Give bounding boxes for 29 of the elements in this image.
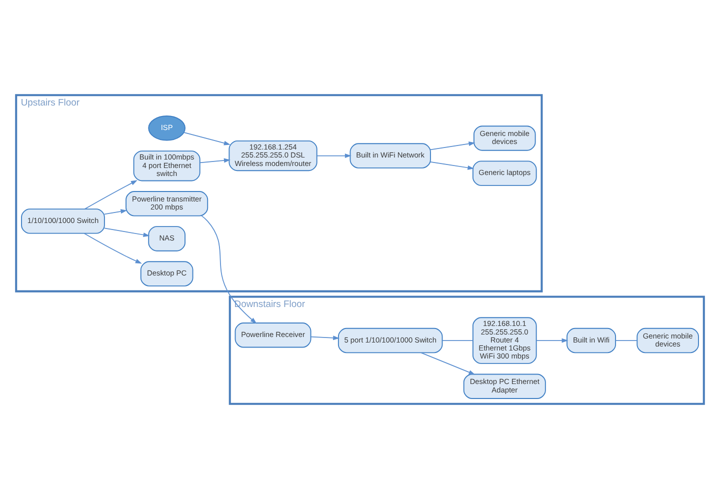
node-box: Generic laptops [472,160,537,186]
arrow [430,160,474,170]
node-box: Built in WiFi Network [350,142,431,168]
node-box: Built in Wifi [566,327,616,353]
arrow [183,132,230,145]
arrow [104,227,150,237]
arrow [84,180,138,209]
node-box: Powerline Receiver [234,322,312,348]
node-box: NAS [148,226,186,251]
arrow [201,214,257,324]
node-box: Desktop PC Ethernet Adapter [463,373,546,398]
node-box: Generic mobile devices [636,327,699,353]
node-box: 1/10/100/1000 Switch [21,208,105,234]
arrow [310,335,340,340]
node-box: Powerline transmitter 200 mbps [126,190,208,216]
arrow [104,208,128,214]
arrow [316,153,352,158]
node-box: 192.168.1.254 255.255.255.0 DSL Wireless modem/router [228,140,318,171]
arrow [84,232,142,264]
arrow [536,338,568,342]
node-box: 5 port 1/10/100/1000 Switch [338,327,443,353]
node-box: Generic mobile devices [473,125,536,150]
arrow [420,352,476,374]
node-box: Built in 100mbps 4 port Ethernet switch [133,150,200,181]
node-box: 192.168.10.1 255.255.255.0 Router 4 Ethernet 1Gbps WiFi 300 mbps [472,316,537,364]
arrow [200,158,230,163]
node-box: Desktop PC [140,260,194,286]
node-ellipse: ISP [148,115,186,140]
arrow [430,140,476,150]
